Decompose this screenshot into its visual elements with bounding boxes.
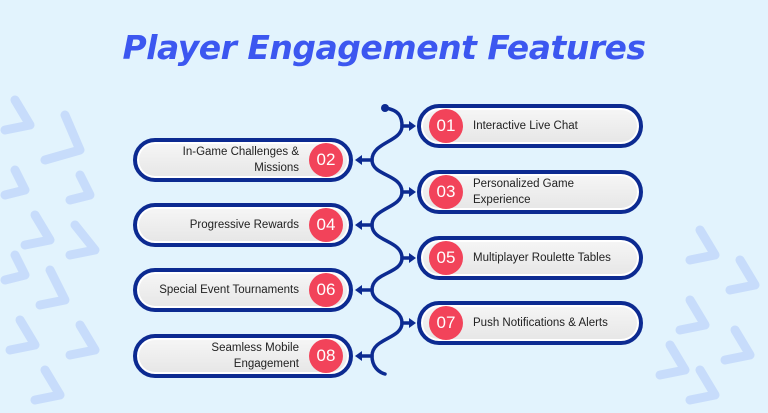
feature-card-06: Special Event Tournaments 06 — [133, 268, 353, 312]
feature-card-05: 05 Multiplayer Roulette Tables — [417, 236, 643, 280]
feature-number-badge: 05 — [429, 241, 463, 275]
feature-label: Special Event Tournaments — [159, 284, 299, 296]
feature-card-02: In-Game Challenges & Missions 02 — [133, 138, 353, 182]
feature-number-badge: 01 — [429, 109, 463, 143]
feature-card-07: 07 Push Notifications & Alerts — [417, 301, 643, 345]
feature-label: Multiplayer Roulette Tables — [473, 252, 611, 264]
feature-card-01: 01 Interactive Live Chat — [417, 104, 643, 148]
feature-number-badge: 07 — [429, 306, 463, 340]
feature-label: Seamless Mobile Engagement — [211, 342, 299, 370]
feature-label: Progressive Rewards — [189, 219, 299, 231]
feature-card-03: 03 Personalized Game Experience — [417, 170, 643, 214]
feature-number-badge: 04 — [309, 208, 343, 242]
feature-card-04: Progressive Rewards 04 — [133, 203, 353, 247]
feature-label: Personalized Game Experience — [473, 178, 574, 206]
feature-card-08: Seamless Mobile Engagement 08 — [133, 334, 353, 378]
feature-label: Push Notifications & Alerts — [473, 317, 608, 329]
page-title: Player Engagement Features — [122, 28, 646, 67]
feature-label: In-Game Challenges & Missions — [182, 146, 299, 174]
feature-number-badge: 08 — [309, 339, 343, 373]
feature-number-badge: 03 — [429, 175, 463, 209]
feature-number-badge: 02 — [309, 143, 343, 177]
feature-number-badge: 06 — [309, 273, 343, 307]
feature-label: Interactive Live Chat — [473, 120, 578, 132]
